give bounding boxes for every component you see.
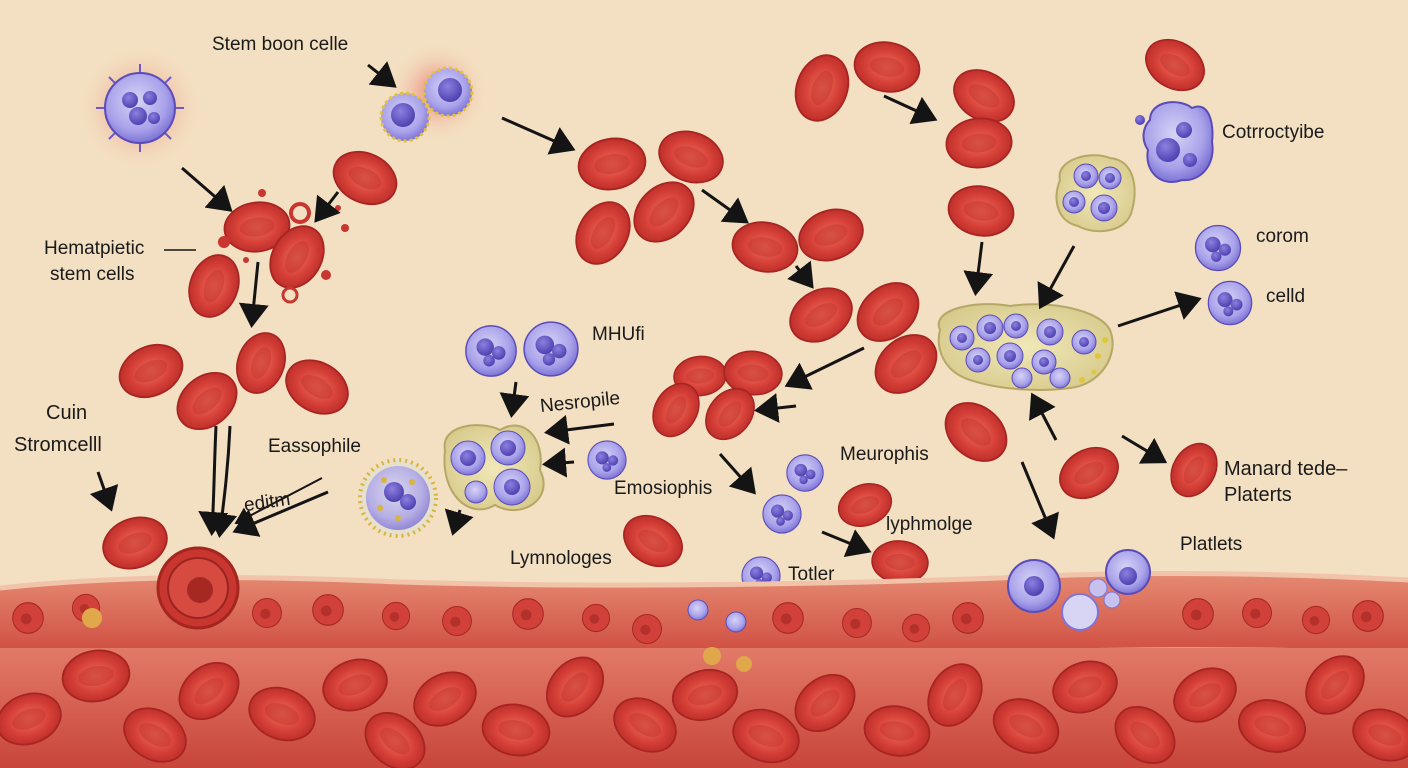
granulocyte-cluster xyxy=(443,424,545,511)
label-platlets: Platlets xyxy=(1180,534,1243,555)
eosinophil-cell xyxy=(358,458,438,538)
label-celld: celld xyxy=(1266,286,1306,307)
platelet-cluster xyxy=(1007,549,1151,631)
blood-droplets xyxy=(218,189,349,304)
label-emosiophis: Emosiophis xyxy=(614,478,713,499)
platelets-in-wall xyxy=(82,599,752,672)
cluster-upper-right xyxy=(1055,154,1136,233)
label-corom: corom xyxy=(1256,226,1309,247)
label-manard-line2: Platerts xyxy=(1224,484,1292,506)
arrows-long xyxy=(198,425,323,538)
label-mhufi: MHUfi xyxy=(592,324,645,345)
stem-boon-cell-a xyxy=(379,91,431,143)
label-hematopoietic-line2: stem cells xyxy=(50,264,135,285)
large-cell-in-wall xyxy=(156,546,240,630)
cotrroctyibe-cell xyxy=(1135,101,1214,183)
megakaryocyte-cluster xyxy=(937,303,1114,391)
label-hematopoietic-line1: Hematpietic xyxy=(44,238,145,259)
label-eassophile: Eassophile xyxy=(268,436,361,457)
label-cotrroctyibe: Cotrroctyibe xyxy=(1222,122,1325,143)
label-manard-line1: Manard tede– xyxy=(1224,458,1348,480)
label-stem-boon-celle: Stem boon celle xyxy=(212,34,349,55)
stem-cell-spiky xyxy=(96,64,184,152)
stem-boon-cell-b xyxy=(422,66,474,118)
label-stromcell: Stromcelll xyxy=(14,434,102,456)
label-lyphmolge: lyphmolge xyxy=(886,514,973,535)
label-lymnologes: Lymnologes xyxy=(510,548,612,569)
label-cuin: Cuin xyxy=(46,402,88,424)
label-totler: Totler xyxy=(788,564,835,585)
label-meurophis: Meurophis xyxy=(840,444,929,465)
